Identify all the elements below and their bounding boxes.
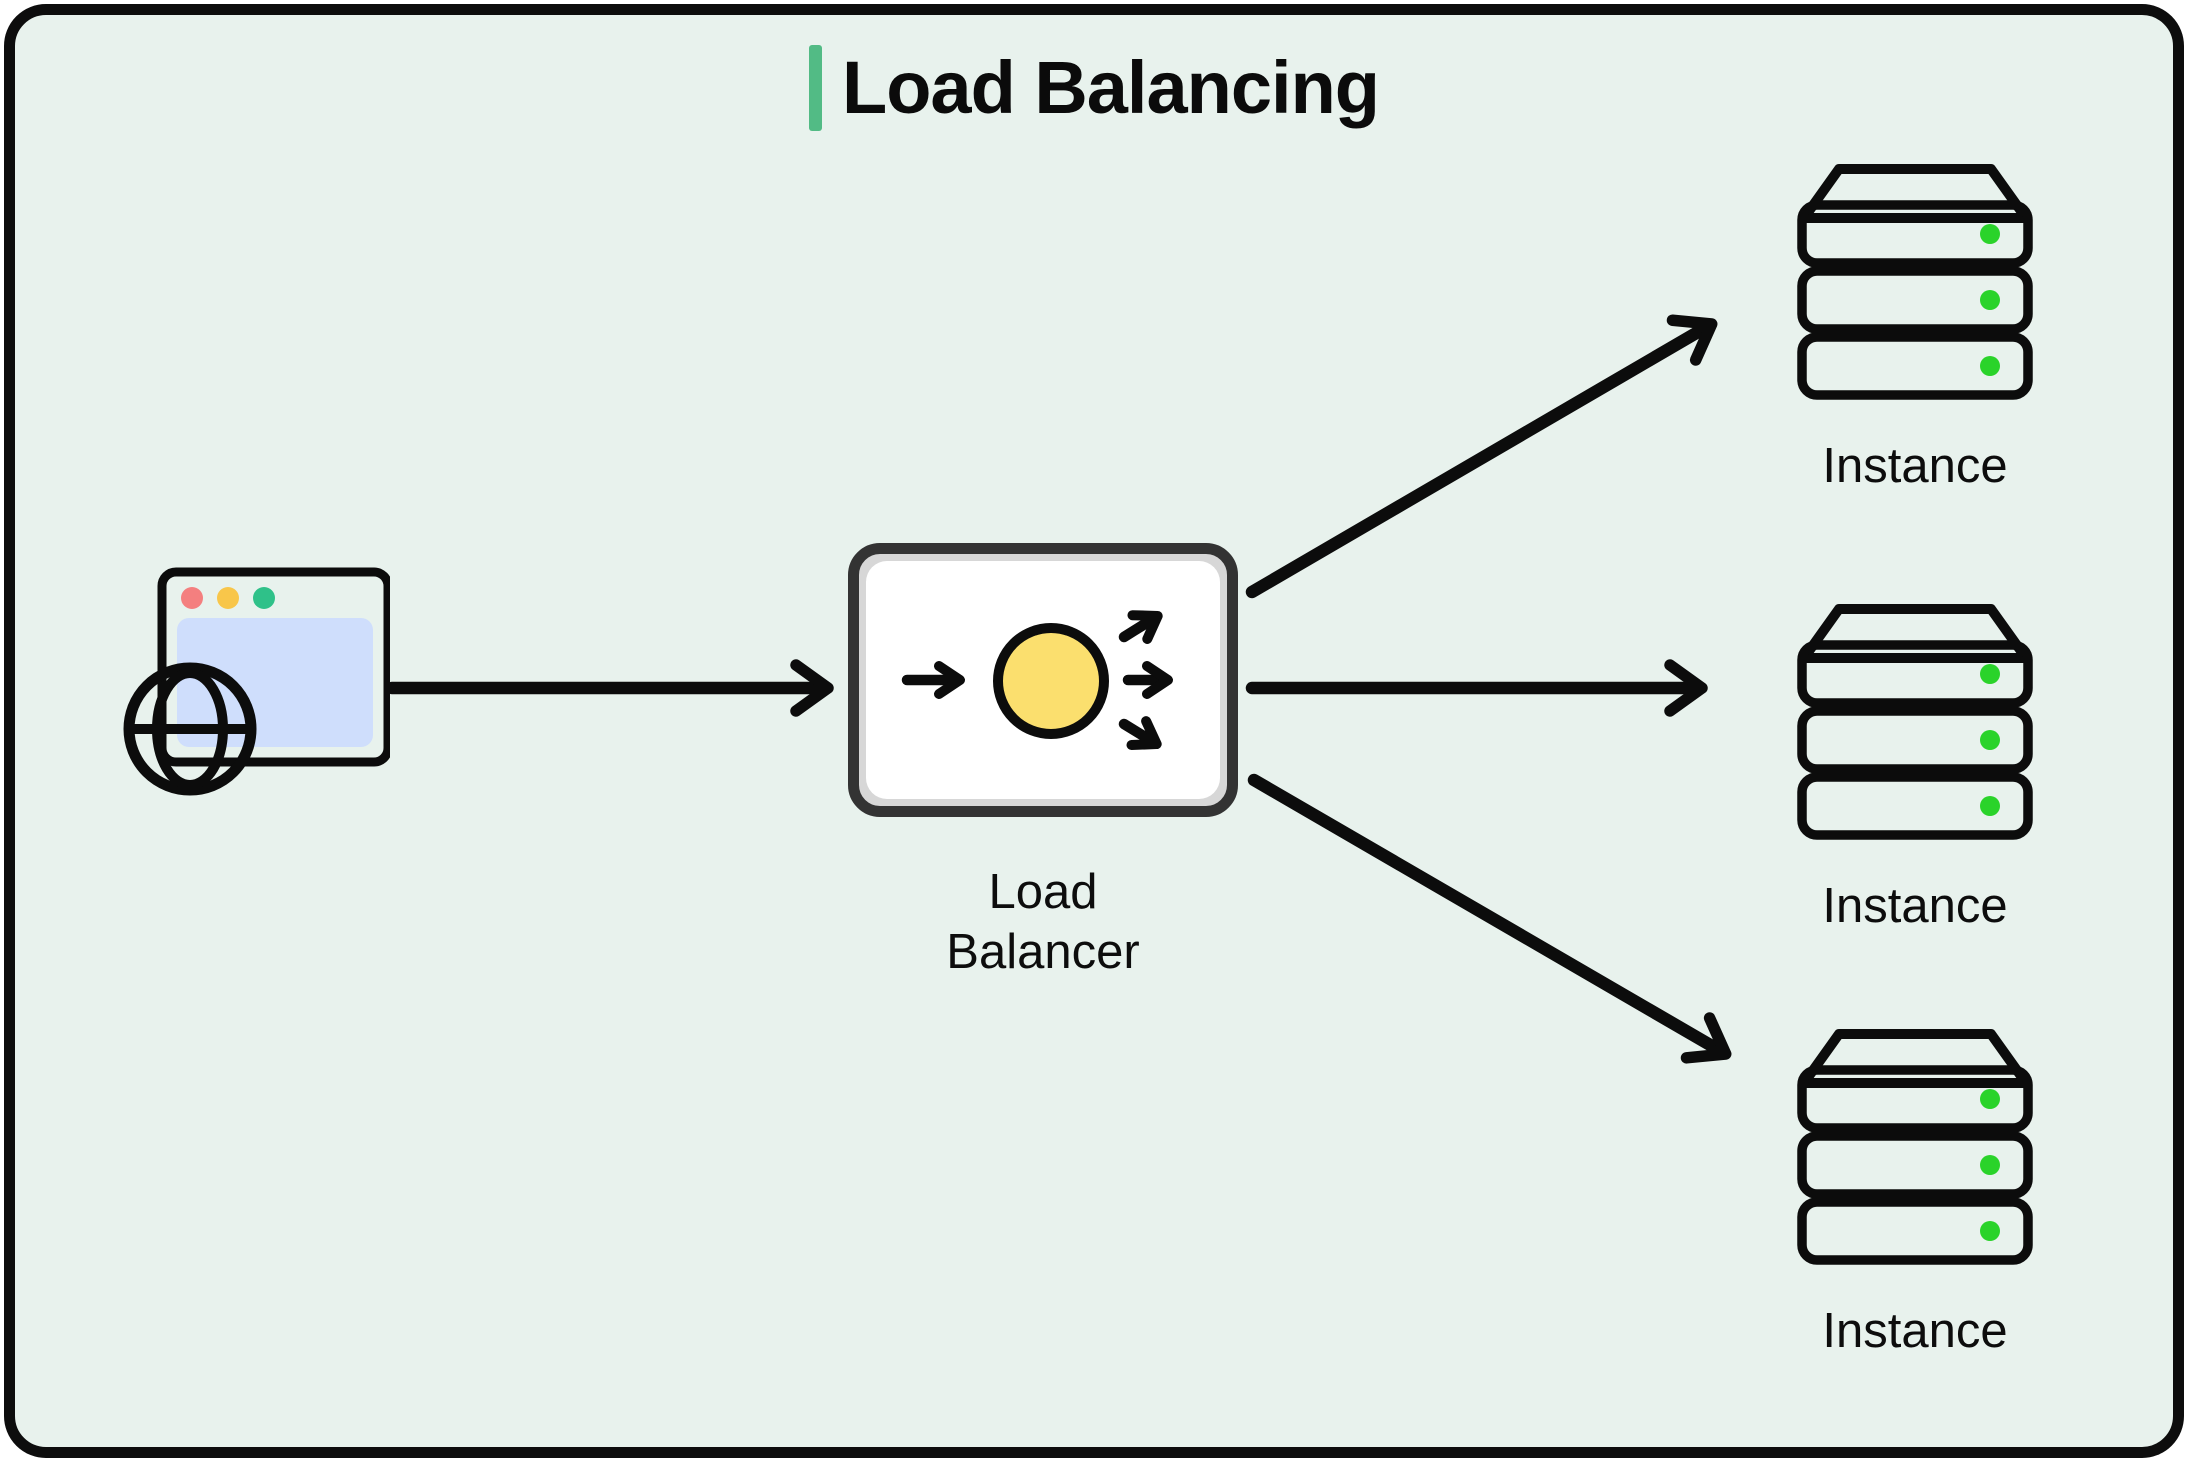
load-balancer-label-text: Load Balancer <box>946 865 1140 979</box>
load-balancer-label: Load Balancer <box>848 862 1238 982</box>
browser-dot-yellow <box>217 587 239 609</box>
server-led <box>1980 1155 2000 1175</box>
instance-label-2: Instance <box>1822 879 2008 933</box>
browser-dot-green <box>253 587 275 609</box>
server-led <box>1980 1089 2000 1109</box>
lb-fanout-arrow-down <box>1118 716 1162 751</box>
server-top <box>1799 164 2031 223</box>
server-slab <box>1797 772 2033 840</box>
load-balancer-box-inner <box>866 561 1220 799</box>
server-led <box>1980 664 2000 684</box>
instance-label-3: Instance <box>1822 1304 2008 1358</box>
server-top <box>1799 604 2031 663</box>
server-led <box>1980 356 2000 376</box>
server-slab <box>1797 706 2033 774</box>
page-title: Load Balancing <box>842 46 1380 129</box>
server-slab <box>1797 200 2033 268</box>
browser-globe-icon <box>123 567 393 796</box>
browser-window <box>157 567 393 767</box>
server-slab <box>1797 1065 2033 1133</box>
server-icon <box>1797 1029 2033 1265</box>
server-led <box>1980 224 2000 244</box>
server-top <box>1799 1029 2031 1088</box>
client-node <box>120 563 393 810</box>
server-led <box>1980 730 2000 750</box>
edge-load-balancer-to-instance-1 <box>1245 314 1718 599</box>
server-led <box>1980 1221 2000 1241</box>
instance-label-1: Instance <box>1822 439 2008 493</box>
server-slab <box>1797 640 2033 708</box>
edge-load-balancer-to-instance-3 <box>1247 773 1732 1064</box>
instance-node-3: Instance <box>1797 1023 2033 1359</box>
browser-dot-red <box>181 587 203 609</box>
globe-icon <box>123 662 257 796</box>
instance-node-2: Instance <box>1797 598 2033 934</box>
server-led <box>1980 796 2000 816</box>
server-led <box>1980 290 2000 310</box>
server-icon <box>1797 604 2033 840</box>
title-row: Load Balancing <box>0 38 2188 138</box>
lb-fanout-arrow-up <box>1118 610 1163 644</box>
server-slab <box>1797 1197 2033 1265</box>
load-balancer-icon <box>901 610 1173 751</box>
load-balancer-node <box>848 543 1238 817</box>
instance-node-1: Instance <box>1797 158 2033 494</box>
lb-dispatcher-circle <box>993 623 1109 739</box>
server-icon <box>1797 164 2033 400</box>
server-slab <box>1797 1131 2033 1199</box>
title-accent-bar <box>809 45 823 131</box>
server-slab <box>1797 332 2033 400</box>
server-slab <box>1797 266 2033 334</box>
